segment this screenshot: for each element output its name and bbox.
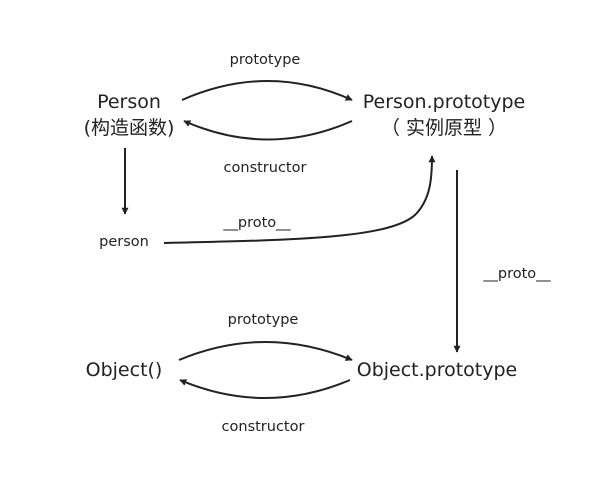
label-object-constructor: constructor	[222, 419, 305, 435]
edge-instance-proto	[163, 155, 436, 244]
edge-person-constructor	[183, 120, 353, 141]
node-person-constructor-subtitle: (构造函数)	[84, 117, 175, 139]
label-person-proto-proto: __proto__	[482, 266, 551, 282]
node-person-prototype: Person.prototype	[363, 91, 525, 113]
label-person-constructor: constructor	[224, 160, 307, 176]
label-instance-proto: __proto__	[222, 215, 291, 231]
label-person-prototype: prototype	[230, 52, 301, 68]
node-person-prototype-subtitle: （ 实例原型 ）	[381, 117, 507, 139]
node-object-prototype: Object.prototype	[357, 359, 518, 381]
edge-object-prototype	[178, 341, 353, 361]
edge-object-constructor	[179, 379, 351, 399]
edge-person-prototype	[181, 80, 353, 101]
node-person-instance: person	[99, 234, 149, 250]
node-object-constructor: Object()	[86, 359, 163, 381]
label-object-prototype: prototype	[228, 312, 299, 328]
node-person-constructor: Person	[97, 91, 161, 113]
